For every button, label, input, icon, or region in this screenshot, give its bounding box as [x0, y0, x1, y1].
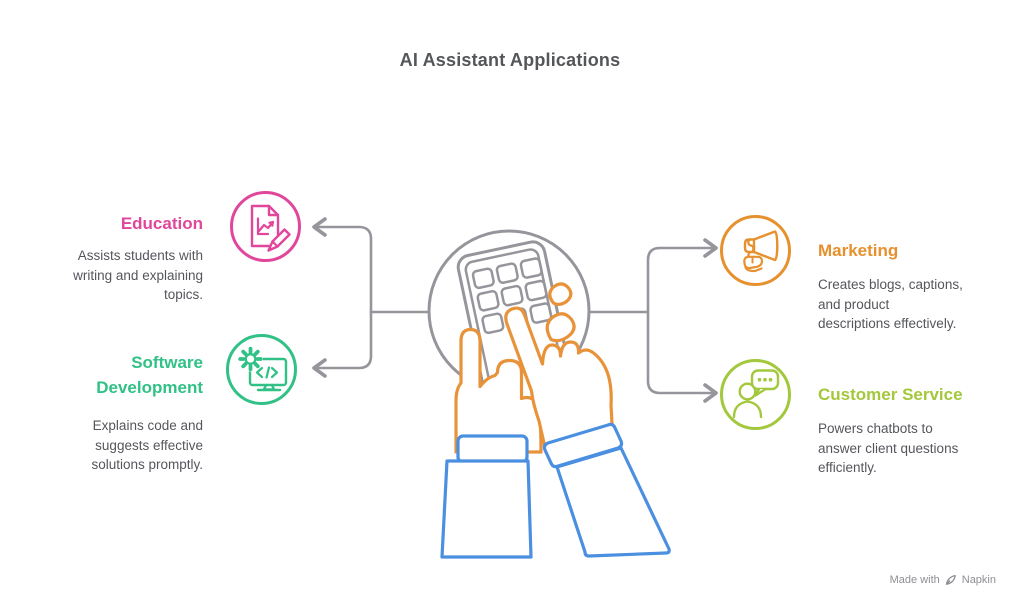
arrow-right-customer-service: [703, 383, 718, 403]
section-customer-service: Customer Service Powers chatbots to answ…: [818, 382, 1013, 478]
document-chart-pencil-icon: [230, 191, 301, 262]
arrow-left-education: [312, 217, 327, 237]
right-thumb-tip: [548, 282, 573, 307]
person-chat-bubble-icon: [720, 359, 791, 430]
desc-line: writing and explaining: [73, 267, 203, 283]
desc-line: Explains code and: [92, 418, 203, 433]
desc-line: suggests effective: [95, 437, 203, 453]
right-hand: [504, 306, 616, 454]
arrow-left-software: [312, 358, 327, 378]
desc-line: topics.: [163, 287, 203, 302]
section-customer-service-title: Customer Service: [818, 385, 963, 404]
section-education: Education Assists students with writing …: [20, 211, 203, 305]
desc-line: Powers chatbots to: [818, 421, 933, 436]
left-cuff: [456, 434, 529, 464]
desc-line: Assists students with: [77, 248, 203, 263]
section-education-description: Assists students with writing and explai…: [20, 246, 203, 305]
made-with-napkin-badge: Made with Napkin: [890, 574, 996, 586]
napkin-pen-icon: [945, 574, 956, 585]
desc-line: answer client questions: [818, 440, 959, 456]
left-sleeve: [440, 459, 533, 559]
sleeves: [440, 422, 671, 559]
megaphone-icon: [720, 215, 791, 286]
section-software-description: Explains code and suggests effective sol…: [20, 416, 203, 475]
section-marketing-title: Marketing: [818, 241, 899, 260]
desc-line: Creates blogs, captions,: [818, 277, 963, 292]
desc-line: descriptions effectively.: [818, 316, 957, 331]
section-software-development: Software Development Explains code and s…: [20, 350, 203, 475]
section-marketing-description: Creates blogs, captions, and product des…: [818, 275, 1013, 334]
desc-line: solutions promptly.: [91, 457, 203, 472]
section-customer-service-description: Powers chatbots to answer client questio…: [818, 419, 1013, 478]
hands: [454, 282, 616, 454]
monitor-code-gear-icon: [226, 334, 297, 405]
made-with-text: Made with: [889, 574, 940, 586]
napkin-brand-text: Napkin: [961, 574, 996, 586]
desc-line: and product: [818, 296, 890, 312]
diagram-title: AI Assistant Applications: [399, 50, 621, 70]
section-marketing: Marketing Creates blogs, captions, and p…: [818, 238, 1013, 334]
section-software-title: Software Development: [96, 353, 203, 397]
connector-lines: [312, 217, 718, 403]
desc-line: efficiently.: [818, 460, 877, 475]
section-education-title: Education: [120, 214, 203, 233]
arrow-right-marketing: [703, 238, 718, 258]
keypad-keys: [471, 257, 553, 335]
right-sleeve: [555, 446, 671, 558]
right-thumb-joint: [545, 312, 576, 343]
